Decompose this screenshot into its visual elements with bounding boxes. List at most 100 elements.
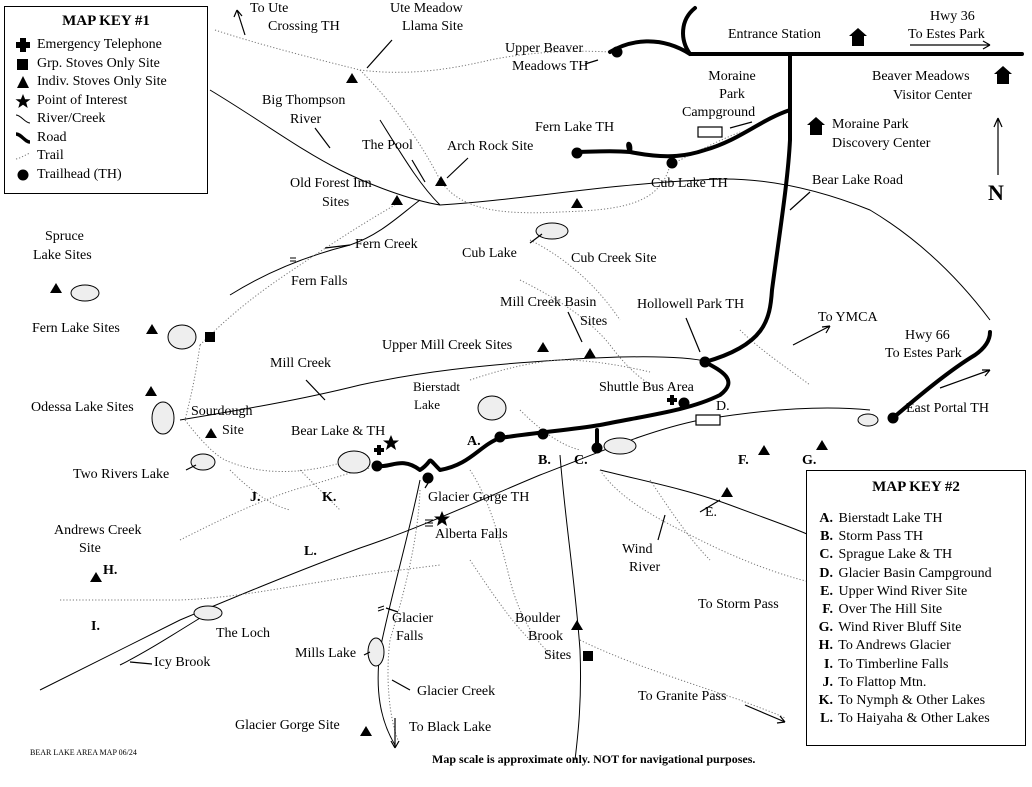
- e-leader: [699, 499, 721, 513]
- cub-lake: [535, 222, 569, 240]
- east-portal-th-dot: [887, 412, 899, 424]
- falls-marks: [290, 257, 433, 612]
- glacier-creek: [39, 407, 871, 691]
- wind-river-bluff-triangle: [816, 440, 828, 450]
- letter-e: E.: [705, 505, 718, 520]
- fern-lake-triangle: [146, 324, 158, 334]
- label-llama-site: Llama Site: [402, 19, 464, 34]
- stove-sites: [50, 73, 828, 736]
- key1-row-river: River/Creek: [5, 110, 207, 129]
- label-hwy36: Hwy 36: [930, 9, 975, 24]
- trail-icon: [15, 148, 33, 164]
- fern-lake-th-dot: [571, 147, 583, 159]
- label-to-estes-2: To Estes Park: [885, 346, 962, 361]
- letter-g: G.: [802, 453, 817, 468]
- boulder-brook-group-square: [583, 651, 593, 661]
- label-moraine: Moraine: [708, 69, 756, 84]
- bierstadt-th-dot: [494, 431, 506, 443]
- label-falls: Falls: [396, 629, 424, 644]
- key2-row: E. Upper Wind River Site: [807, 583, 1025, 601]
- map-id-footer: BEAR LAKE AREA MAP 06/24: [30, 748, 137, 757]
- bear-lake: [337, 450, 371, 474]
- bear-lake-phone-cross: [374, 445, 384, 455]
- key1-label: Grp. Stoves Only Site: [37, 55, 160, 71]
- label-park: Park: [719, 87, 745, 102]
- label-andrews-creek: Andrews Creek: [54, 523, 142, 538]
- road-icon: [15, 130, 33, 146]
- key2-label: Over The Hill Site: [838, 602, 943, 618]
- label-boulder-sites: Sites: [544, 648, 572, 663]
- east-portal-pond: [857, 413, 879, 427]
- key2-letter: G.: [818, 620, 833, 636]
- cross-icon: [15, 37, 33, 53]
- label-to-storm-pass: To Storm Pass: [698, 597, 779, 612]
- map-key-2-title: MAP KEY #2: [872, 479, 960, 495]
- key2-label: To Nymph & Other Lakes: [838, 693, 986, 709]
- label-sourdough: Sourdough: [191, 404, 253, 419]
- key1-row-trail: Trail: [5, 147, 207, 166]
- label-campground: Campground: [682, 105, 756, 120]
- key2-row: K. To Nymph & Other Lakes: [807, 692, 1025, 710]
- key2-row: B. Storm Pass TH: [807, 528, 1025, 546]
- key2-letter: A.: [819, 511, 833, 526]
- label-wind-river: River: [629, 560, 661, 575]
- mill-creek-leader: [305, 379, 326, 401]
- cub-lake-leader: [529, 233, 543, 244]
- letter-i: I.: [91, 619, 100, 634]
- triangle-icon: [15, 74, 33, 90]
- key2-letter: D.: [819, 565, 833, 581]
- label-brook: Brook: [528, 629, 563, 644]
- label-beaver-meadows: Beaver Meadows: [872, 69, 970, 84]
- key2-letter: F.: [822, 602, 833, 618]
- key2-letter: L.: [820, 711, 833, 727]
- key2-letter: K.: [818, 693, 833, 709]
- spruce-lake-triangle: [50, 283, 62, 293]
- river-icon: [15, 111, 33, 127]
- bear-lake-road-leader: [789, 191, 811, 211]
- key2-label: To Flattop Mtn.: [838, 674, 927, 690]
- key1-label: Road: [37, 129, 67, 145]
- fern-lake: [167, 324, 197, 350]
- key2-label: Upper Wind River Site: [838, 583, 968, 599]
- upper-beaver-th-dot: [611, 46, 623, 58]
- key1-row-poi: Point of Interest: [5, 92, 207, 111]
- arrows: [129, 9, 1003, 749]
- trails: [59, 29, 811, 741]
- disclaimer-footer: Map scale is approximate only. NOT for n…: [432, 752, 756, 766]
- label-andrews-site: Site: [79, 541, 101, 556]
- andrews-creek-triangle: [90, 572, 102, 582]
- fern-lake-group-square: [205, 332, 215, 342]
- label-odessa: Odessa Lake Sites: [31, 400, 134, 415]
- label-crossing-th: Crossing TH: [268, 19, 340, 34]
- to-black-lake-arrow: [390, 718, 400, 749]
- key1-row-trailhead: Trailhead (TH): [5, 166, 207, 185]
- key2-row: L. To Haiyaha & Other Lakes: [807, 710, 1025, 728]
- discovery-center-house-icon: [807, 117, 825, 135]
- shuttle-dot: [678, 397, 690, 409]
- hollowell-th-dot: [699, 356, 711, 368]
- label-cub-creek-site: Cub Creek Site: [571, 251, 657, 266]
- wind-river-leader: [657, 514, 666, 541]
- letter-f: F.: [738, 453, 749, 468]
- key1-row-road: Road: [5, 129, 207, 148]
- key2-row: I. To Timberline Falls: [807, 656, 1025, 674]
- label-spruce: Spruce: [45, 229, 84, 244]
- label-spruce-lake-sites: Lake Sites: [33, 248, 92, 263]
- label-arch-rock: Arch Rock Site: [447, 139, 534, 154]
- mill-creek: [179, 356, 711, 421]
- label-big-thompson: Big Thompson: [262, 93, 346, 108]
- letter-k: K.: [322, 490, 337, 505]
- label-to-granite: To Granite Pass: [638, 689, 727, 704]
- hwy66-road: [891, 330, 992, 420]
- big-thompson-leader: [314, 127, 331, 149]
- sourdough-triangle: [205, 428, 217, 438]
- mills-lake-leader: [363, 651, 371, 656]
- label-icy-brook: Icy Brook: [154, 655, 211, 670]
- label-glacier-gorge-site: Glacier Gorge Site: [235, 718, 340, 733]
- entrance-station-house-icon: [849, 28, 867, 46]
- key1-row-indiv: Indiv. Stoves Only Site: [5, 73, 207, 92]
- label-cub-lake: Cub Lake: [462, 246, 517, 261]
- key2-label: Sprague Lake & TH: [838, 547, 953, 563]
- wind-river: [599, 469, 821, 541]
